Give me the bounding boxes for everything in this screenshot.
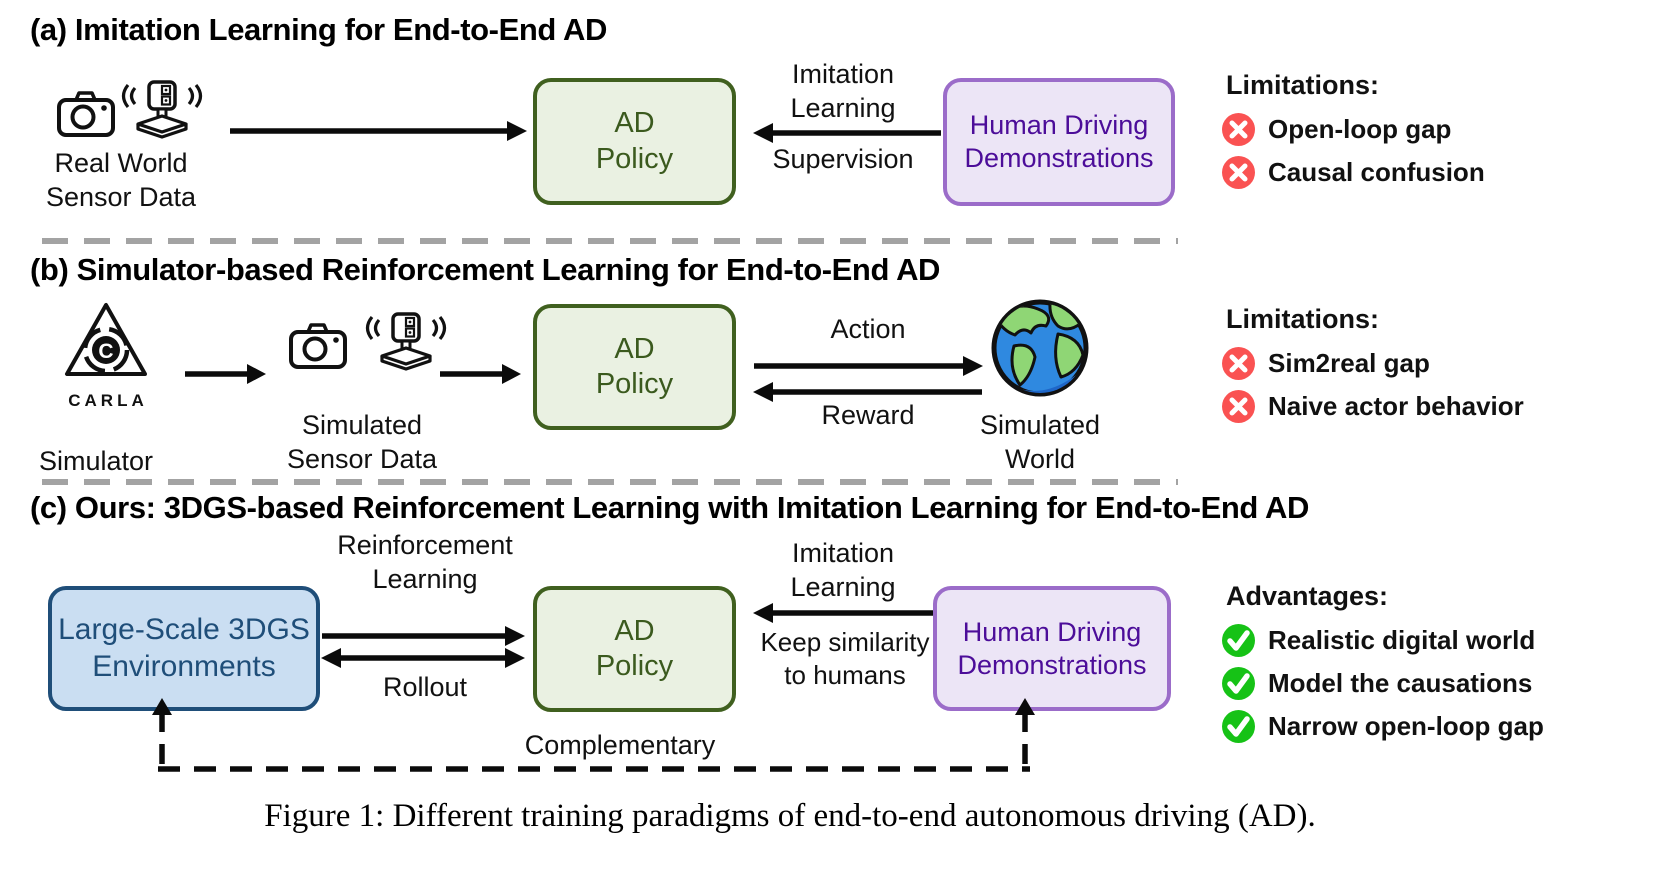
panel-a-source-label: Real World Sensor Data <box>45 148 197 212</box>
human-demos-box-c: Human Driving Demonstrations <box>933 586 1171 711</box>
globe-icon <box>991 299 1089 397</box>
panel-a-title: (a) Imitation Learning for End-to-End AD <box>30 12 607 47</box>
panel-c-notes-header: Advantages: <box>1226 581 1389 611</box>
panel-c-il-label: Imitation Learning <box>790 538 896 602</box>
arrow-a-demo-to-policy <box>753 123 941 143</box>
note-item: Open-loop gap <box>1222 113 1485 146</box>
panel-b-title: (b) Simulator-based Reinforcement Learni… <box>30 252 941 287</box>
arrow-c-env-to-policy <box>322 626 525 646</box>
check-icon <box>1222 667 1255 700</box>
cross-icon <box>1222 113 1255 146</box>
panel-b-sensor-label: Simulated Sensor Data <box>286 410 438 474</box>
arrow-b-world-to-policy <box>753 382 982 402</box>
note-item: Model the causations <box>1222 667 1544 700</box>
cross-icon <box>1222 347 1255 380</box>
note-item: Naive actor behavior <box>1222 390 1524 423</box>
panel-a-flow-top-label: Imitation Learning <box>790 59 896 123</box>
note-item: Realistic digital world <box>1222 624 1544 657</box>
arrow-b-sensors-to-policy <box>440 364 521 384</box>
panel-b-notes: Limitations: Sim2real gap Naive actor be… <box>1222 304 1524 423</box>
panel-c-complementary-label: Complementary <box>524 730 716 760</box>
cross-icon <box>1222 156 1255 189</box>
note-item: Sim2real gap <box>1222 347 1524 380</box>
panel-a-notes: Limitations: Open-loop gap Causal confus… <box>1222 70 1485 189</box>
panel-c-rollout-label: Rollout <box>382 672 468 702</box>
panel-c-notes: Advantages: Realistic digital world Mode… <box>1222 581 1544 743</box>
camera-icon <box>289 323 347 369</box>
3dgs-env-box: Large-Scale 3DGS Environments <box>48 586 320 711</box>
cross-icon <box>1222 390 1255 423</box>
ad-policy-box-a: AD Policy <box>533 78 736 205</box>
panel-b-action-label: Action <box>830 314 906 344</box>
human-demos-box-a: Human Driving Demonstrations <box>943 78 1175 206</box>
arrow-b-sim-to-sensors <box>185 364 266 384</box>
arrow-b-policy-to-world <box>754 356 983 376</box>
note-item: Causal confusion <box>1222 156 1485 189</box>
section-separator <box>42 238 1178 244</box>
dashed-up-arrow <box>152 698 172 770</box>
arrow-a-sensors-to-policy <box>230 121 527 141</box>
carla-logo-icon: C CARLA <box>65 303 148 410</box>
arrow-c-rollout <box>321 648 525 668</box>
lidar-sensor-icon <box>365 312 447 371</box>
panel-c-title: (c) Ours: 3DGS-based Reinforcement Learn… <box>30 490 1309 525</box>
camera-icon <box>57 91 115 137</box>
panel-c-rl-label: Reinforcement Learning <box>337 530 513 594</box>
carla-letter: C <box>98 340 113 363</box>
figure-caption: Figure 1: Different training paradigms o… <box>264 798 1316 834</box>
dashed-complementary-line <box>158 766 1030 772</box>
carla-wordmark: CARLA <box>68 391 148 410</box>
section-separator <box>42 479 1178 485</box>
arrow-c-demo-to-policy <box>753 603 941 623</box>
note-item: Narrow open-loop gap <box>1222 710 1544 743</box>
panel-b-simulator-label: Simulator <box>38 446 154 476</box>
ad-policy-box-b: AD Policy <box>533 304 736 430</box>
panel-c-keep-label: Keep similarity to humans <box>760 627 930 690</box>
dashed-up-arrow <box>1015 698 1035 770</box>
lidar-sensor-icon <box>121 80 203 139</box>
panel-b-reward-label: Reward <box>821 400 915 430</box>
panel-a-flow-bottom-label: Supervision <box>772 144 914 174</box>
check-icon <box>1222 624 1255 657</box>
panel-b-notes-header: Limitations: <box>1226 304 1379 334</box>
panel-a-notes-header: Limitations: <box>1226 70 1379 100</box>
check-icon <box>1222 710 1255 743</box>
panel-b-world-label: Simulated World <box>979 410 1101 474</box>
ad-policy-box-c: AD Policy <box>533 586 736 712</box>
